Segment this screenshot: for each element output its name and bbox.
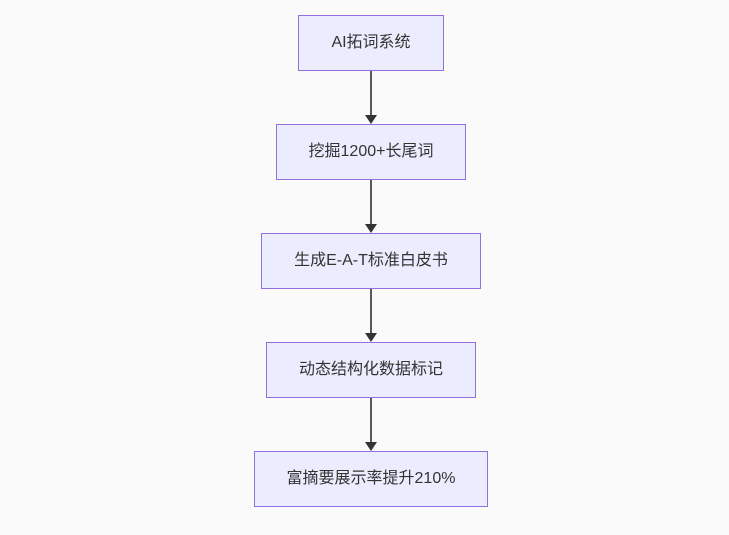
- node-label: 富摘要展示率提升210%: [286, 470, 456, 487]
- arrowhead-down-icon: [365, 115, 377, 124]
- node-label: 挖掘1200+长尾词: [308, 143, 434, 160]
- arrow-line: [370, 180, 372, 224]
- flow-node-structured-data-markup: 动态结构化数据标记: [265, 342, 476, 398]
- flow-node-rich-snippet-result: 富摘要展示率提升210%: [253, 451, 489, 507]
- flow-node-ai-word-system: AI拓词系统: [298, 15, 444, 71]
- edge-c-to-d: [365, 289, 377, 342]
- arrowhead-down-icon: [365, 333, 377, 342]
- arrowhead-down-icon: [365, 224, 377, 233]
- node-label: AI拓词系统: [331, 34, 411, 51]
- edge-a-to-b: [365, 71, 377, 124]
- edge-d-to-e: [365, 398, 377, 451]
- arrow-line: [370, 289, 372, 333]
- flow-node-eat-whitepaper: 生成E-A-T标准白皮书: [261, 233, 481, 289]
- arrowhead-down-icon: [365, 442, 377, 451]
- edge-b-to-c: [365, 180, 377, 233]
- node-label: 动态结构化数据标记: [298, 361, 443, 378]
- arrow-line: [370, 398, 372, 442]
- arrow-line: [370, 71, 372, 115]
- flow-node-longtail-keywords: 挖掘1200+长尾词: [275, 124, 467, 180]
- node-label: 生成E-A-T标准白皮书: [294, 252, 448, 269]
